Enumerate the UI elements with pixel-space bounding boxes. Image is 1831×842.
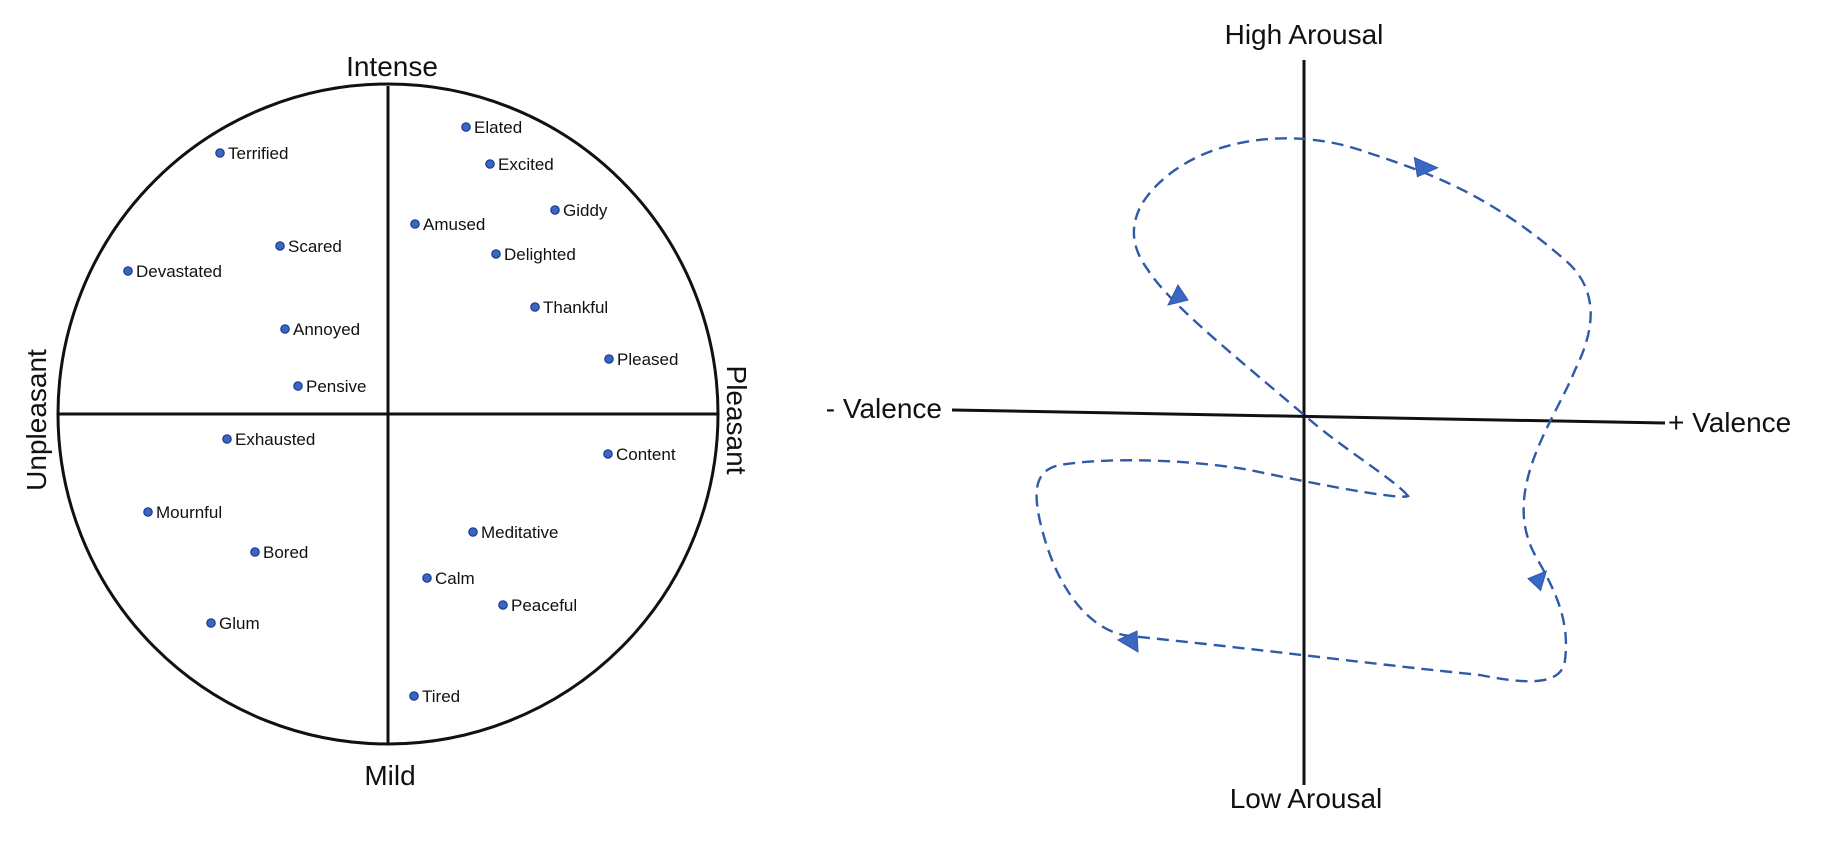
emotion-label: Terrified — [228, 144, 288, 163]
emotion-label: Tired — [422, 687, 460, 706]
emotion-point: Pensive — [293, 377, 366, 396]
emotion-point: Exhausted — [222, 430, 315, 449]
emotion-label: Meditative — [481, 523, 558, 542]
emotion-dot — [410, 219, 420, 229]
arrow-up-left — [1167, 284, 1189, 306]
emotion-dot — [530, 302, 540, 312]
emotion-point: Excited — [485, 155, 554, 174]
label-intense: Intense — [346, 51, 438, 82]
emotion-point: Glum — [206, 614, 260, 633]
valence-axis-right — [951, 408, 1666, 425]
emotion-label: Delighted — [504, 245, 576, 264]
arrow-down-left — [1116, 630, 1139, 653]
emotion-dot — [604, 354, 614, 364]
emotion-label: Devastated — [136, 262, 222, 281]
emotion-label: Glum — [219, 614, 260, 633]
emotion-point: Devastated — [123, 262, 222, 281]
emotion-point: Amused — [410, 215, 485, 234]
emotion-point: Pleased — [604, 350, 678, 369]
emotion-point: Delighted — [491, 245, 576, 264]
emotion-point: Giddy — [550, 201, 608, 220]
emotion-point: Elated — [461, 118, 522, 137]
emotion-dot — [422, 573, 432, 583]
emotion-point: Terrified — [215, 144, 288, 163]
emotion-label: Annoyed — [293, 320, 360, 339]
emotion-dot — [222, 434, 232, 444]
emotion-point: Meditative — [468, 523, 558, 542]
emotion-dot — [550, 205, 560, 215]
emotion-point: Mournful — [143, 503, 222, 522]
arousal-valence-diagram: High Arousal Low Arousal - Valence + Val… — [826, 19, 1791, 814]
emotion-label: Exhausted — [235, 430, 315, 449]
emotion-dot — [491, 249, 501, 259]
emotion-point: Bored — [250, 543, 308, 562]
arrow-down-right — [1527, 570, 1548, 592]
emotion-dot — [461, 122, 471, 132]
emotion-dot — [123, 266, 133, 276]
emotion-dot — [275, 241, 285, 251]
emotion-dot — [468, 527, 478, 537]
emotion-trajectory-path — [1035, 137, 1592, 683]
emotion-dot — [206, 618, 216, 628]
emotion-label: Excited — [498, 155, 554, 174]
emotion-point: Content — [603, 445, 676, 464]
emotion-point: Annoyed — [280, 320, 360, 339]
label-positive-valence: + Valence — [1668, 407, 1791, 438]
emotion-label: Bored — [263, 543, 308, 562]
emotion-point: Calm — [422, 569, 475, 588]
emotion-label: Content — [616, 445, 676, 464]
emotion-dot — [498, 600, 508, 610]
emotion-label: Giddy — [563, 201, 608, 220]
emotion-label: Pensive — [306, 377, 366, 396]
emotion-point: Thankful — [530, 298, 608, 317]
label-high-arousal: High Arousal — [1225, 19, 1384, 50]
emotion-dot — [409, 691, 419, 701]
label-pleasant: Pleasant — [721, 366, 752, 475]
emotion-label: Mournful — [156, 503, 222, 522]
emotion-dot — [250, 547, 260, 557]
label-negative-valence: - Valence — [826, 393, 942, 424]
arrow-up-right — [1413, 156, 1439, 178]
emotion-dot — [215, 148, 225, 158]
emotion-dot — [280, 324, 290, 334]
label-mild: Mild — [364, 760, 415, 791]
emotion-point: Scared — [275, 237, 342, 256]
emotion-label: Scared — [288, 237, 342, 256]
emotion-label: Pleased — [617, 350, 678, 369]
emotion-dot — [485, 159, 495, 169]
emotion-label: Calm — [435, 569, 475, 588]
emotion-point: Tired — [409, 687, 460, 706]
emotion-point: Peaceful — [498, 596, 577, 615]
emotion-label: Amused — [423, 215, 485, 234]
label-low-arousal: Low Arousal — [1230, 783, 1383, 814]
emotion-dot — [143, 507, 153, 517]
emotion-circle-diagram: Intense Mild Unpleasant Pleasant ElatedE… — [21, 51, 752, 791]
label-unpleasant: Unpleasant — [21, 349, 52, 491]
emotion-label: Elated — [474, 118, 522, 137]
emotion-label: Thankful — [543, 298, 608, 317]
emotion-label: Peaceful — [511, 596, 577, 615]
emotion-dot — [293, 381, 303, 391]
emotion-dot — [603, 449, 613, 459]
